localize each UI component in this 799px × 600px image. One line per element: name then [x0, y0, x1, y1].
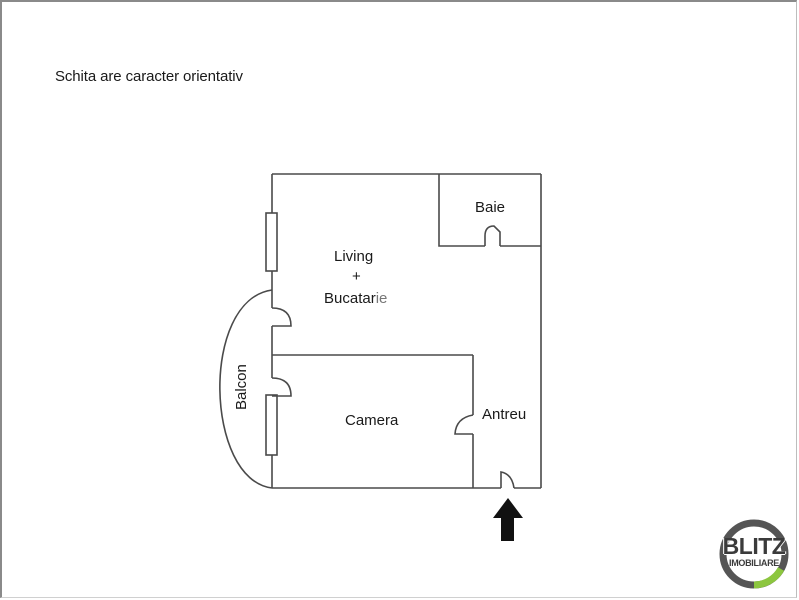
arrow-up-icon: [493, 498, 523, 541]
door-entrance: [500, 471, 515, 489]
door-baie: [484, 225, 501, 246]
room-label-baie: Baie: [475, 199, 505, 216]
room-label-living: Living: [334, 248, 373, 265]
door-camera: [454, 414, 474, 435]
room-label-bucatarie: Bucatarie: [324, 290, 387, 307]
logo-ring-icon: [719, 519, 789, 589]
wall-baie: [438, 174, 541, 247]
blitz-logo: BLITZ IMOBILIARE: [718, 518, 790, 590]
balcony-outline: [219, 289, 273, 489]
door-balcony-living: [271, 307, 292, 327]
room-label-plus: +: [352, 268, 361, 285]
room-label-balcon: Balcon: [233, 364, 250, 410]
window-camera: [265, 394, 278, 456]
logo-text-blitz: BLITZ: [722, 533, 786, 559]
logo-text-imobiliare: IMOBILIARE: [729, 558, 779, 568]
room-label-antreu: Antreu: [482, 406, 526, 423]
door-balcony-camera: [271, 377, 292, 397]
room-label-camera: Camera: [345, 412, 399, 429]
disclaimer-note: Schita are caracter orientativ: [55, 68, 243, 85]
window-living: [265, 212, 278, 272]
